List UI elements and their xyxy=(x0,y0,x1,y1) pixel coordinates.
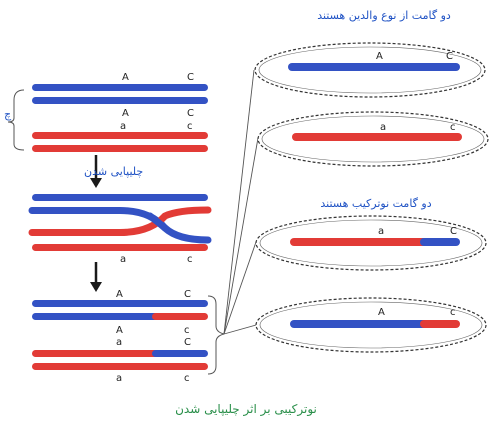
allele-label-a: a xyxy=(120,121,126,132)
blue-chromatid xyxy=(360,63,460,71)
left-cut-label: چ xyxy=(4,108,12,121)
crossing-over-pair: a c xyxy=(28,194,212,265)
red-chromatid xyxy=(92,145,208,152)
blue-segment xyxy=(420,238,460,246)
allele-label-A: A xyxy=(122,72,129,83)
red-chromatid xyxy=(32,145,102,152)
allele-label-c: c xyxy=(187,121,193,132)
allele-label-a: a xyxy=(378,226,384,237)
result-bracket xyxy=(207,295,225,375)
allele-label-c: c xyxy=(187,254,193,265)
recombinant-chromatid xyxy=(152,313,208,320)
allele-label-a: a xyxy=(116,373,122,384)
red-chromatid xyxy=(92,132,208,139)
gamete-recombinant-red: a C xyxy=(255,215,487,271)
allele-label-c: c xyxy=(450,122,456,133)
blue-chromatid xyxy=(32,300,102,307)
gamete-parental-blue: A C xyxy=(254,42,486,98)
red-chromatid xyxy=(32,244,102,251)
allele-label-c: c xyxy=(184,325,190,336)
allele-label-C: C xyxy=(187,108,194,119)
recombinant-chromatid xyxy=(32,313,102,320)
blue-chromatid xyxy=(92,97,208,104)
blue-chromatid xyxy=(288,63,368,71)
red-chromatid xyxy=(362,238,428,246)
homologous-pair-start: چ A C A C a c xyxy=(4,72,208,152)
blue-chromatid xyxy=(290,320,370,328)
recombinant-chromatid xyxy=(92,313,158,320)
allele-label-A: A xyxy=(378,307,385,318)
allele-label-a: a xyxy=(380,122,386,133)
blue-chromatid xyxy=(92,84,208,91)
red-chromatid xyxy=(290,238,370,246)
blue-chromatid xyxy=(32,194,102,201)
red-chromatid xyxy=(32,132,102,139)
crossing-overlap xyxy=(146,212,169,232)
allele-label-C: C xyxy=(450,226,457,237)
blue-chromatid xyxy=(92,300,208,307)
allele-label-C: C xyxy=(184,337,191,348)
red-chromatid xyxy=(92,244,208,251)
bottom-caption: نوترکیبی بر اثر چلیپایی شدن xyxy=(175,402,317,417)
gamete-recombinant-blue: A c xyxy=(255,297,487,353)
parental-gametes-caption: دو گامت از نوع والدین هستند xyxy=(317,9,451,22)
crossing-over-step-label: چلیپایی شدن xyxy=(84,165,143,178)
allele-label-A: A xyxy=(376,51,383,62)
recombinant-chromatid xyxy=(152,350,208,357)
allele-label-C: C xyxy=(446,51,453,62)
recombinant-gametes-caption: دو گامت نوترکیب هستند xyxy=(320,197,431,210)
blue-chromatid xyxy=(362,320,428,328)
recombined-pair: A C A c a C a c xyxy=(32,289,225,384)
allele-label-c: c xyxy=(450,307,456,318)
pair-bracket xyxy=(7,89,25,151)
red-segment xyxy=(420,320,460,328)
blue-chromatid xyxy=(92,194,208,201)
blue-chromatid xyxy=(32,84,102,91)
allele-label-C: C xyxy=(187,72,194,83)
red-chromatid xyxy=(32,363,102,370)
allele-label-C: C xyxy=(184,289,191,300)
allele-label-A: A xyxy=(122,108,129,119)
red-chromatid xyxy=(364,133,462,141)
step-arrow xyxy=(90,155,102,188)
step-arrow xyxy=(90,262,102,292)
allele-label-a: a xyxy=(120,254,126,265)
allele-label-A: A xyxy=(116,325,123,336)
gamete-parental-red: a c xyxy=(257,111,489,167)
blue-chromatid xyxy=(32,97,102,104)
gamete-connectors xyxy=(223,69,259,335)
allele-label-c: c xyxy=(184,373,190,384)
allele-label-A: A xyxy=(116,289,123,300)
recombinant-chromatid xyxy=(32,350,102,357)
red-chromatid xyxy=(292,133,372,141)
red-chromatid xyxy=(92,363,208,370)
recombinant-chromatid xyxy=(92,350,158,357)
crossing-red-chromatid xyxy=(28,206,212,236)
allele-label-a: a xyxy=(116,337,122,348)
